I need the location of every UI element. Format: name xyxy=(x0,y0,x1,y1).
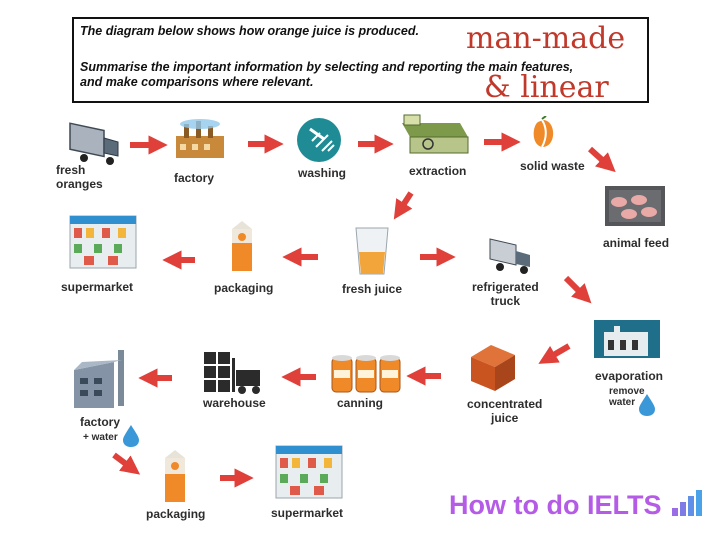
label-warehouse: warehouse xyxy=(203,396,266,410)
label-washing: washing xyxy=(298,166,347,180)
evaporation-plant-icon xyxy=(594,320,660,358)
extraction-machine-icon xyxy=(402,114,469,154)
label-packaging: packaging xyxy=(214,281,274,295)
label-add-water: + water xyxy=(83,432,118,443)
concentrated-juice-block-icon xyxy=(471,345,515,391)
annotation-man-made: man-made xyxy=(466,21,626,56)
orange-cans-icon xyxy=(331,355,401,393)
supermarket-shelf-icon xyxy=(69,215,137,269)
bar-chart-logo-icon xyxy=(672,490,702,516)
label-factory-2: factory xyxy=(80,415,121,429)
label-evaporation: evaporation xyxy=(595,369,664,383)
factory-icon xyxy=(176,119,224,158)
label-supermarket: supermarket xyxy=(61,280,134,294)
label-fresh-juice: fresh juice xyxy=(342,282,403,296)
juice-carton-icon-2 xyxy=(165,450,185,502)
shower-washing-icon xyxy=(297,118,341,162)
arrow-truck-to-evaporation xyxy=(563,275,592,304)
label-packaging-2: packaging xyxy=(146,507,206,521)
prompt-line-3: and make comparisons where relevant. xyxy=(80,75,314,89)
label-supermarket-2: supermarket xyxy=(271,506,344,520)
label-factory: factory xyxy=(174,171,215,185)
animal-pen-icon xyxy=(605,186,665,226)
annotation-linear: & linear xyxy=(484,70,609,105)
arrow-factory-to-packaging xyxy=(112,452,141,475)
label-animal-feed: animal feed xyxy=(603,236,670,250)
prompt-line-1: The diagram below shows how orange juice… xyxy=(80,24,419,38)
prompt-line-2: Summarise the important information by s… xyxy=(80,60,574,74)
water-drop-icon-2 xyxy=(123,425,139,447)
supermarket-shelf-icon-2 xyxy=(275,445,343,499)
label-solid-waste: solid waste xyxy=(520,159,585,173)
brand-logo-text: How to do IELTS xyxy=(449,490,662,520)
task-prompt-box xyxy=(72,17,649,103)
arrow-extraction-to-juice xyxy=(393,191,414,220)
label-extraction: extraction xyxy=(409,164,467,178)
refrigerated-truck-icon xyxy=(489,238,530,274)
warehouse-forklift-icon xyxy=(204,352,260,394)
juice-glass-icon xyxy=(355,227,389,275)
juice-carton-icon xyxy=(232,221,252,271)
factory-building-icon xyxy=(74,350,124,408)
delivery-truck-icon xyxy=(69,122,119,165)
arrow-evaporation-to-concentrated xyxy=(538,343,571,364)
arrow-waste-to-feed xyxy=(587,146,616,173)
orange-peel-icon xyxy=(533,116,554,148)
water-drop-icon xyxy=(639,394,655,416)
label-canning: canning xyxy=(337,396,384,410)
